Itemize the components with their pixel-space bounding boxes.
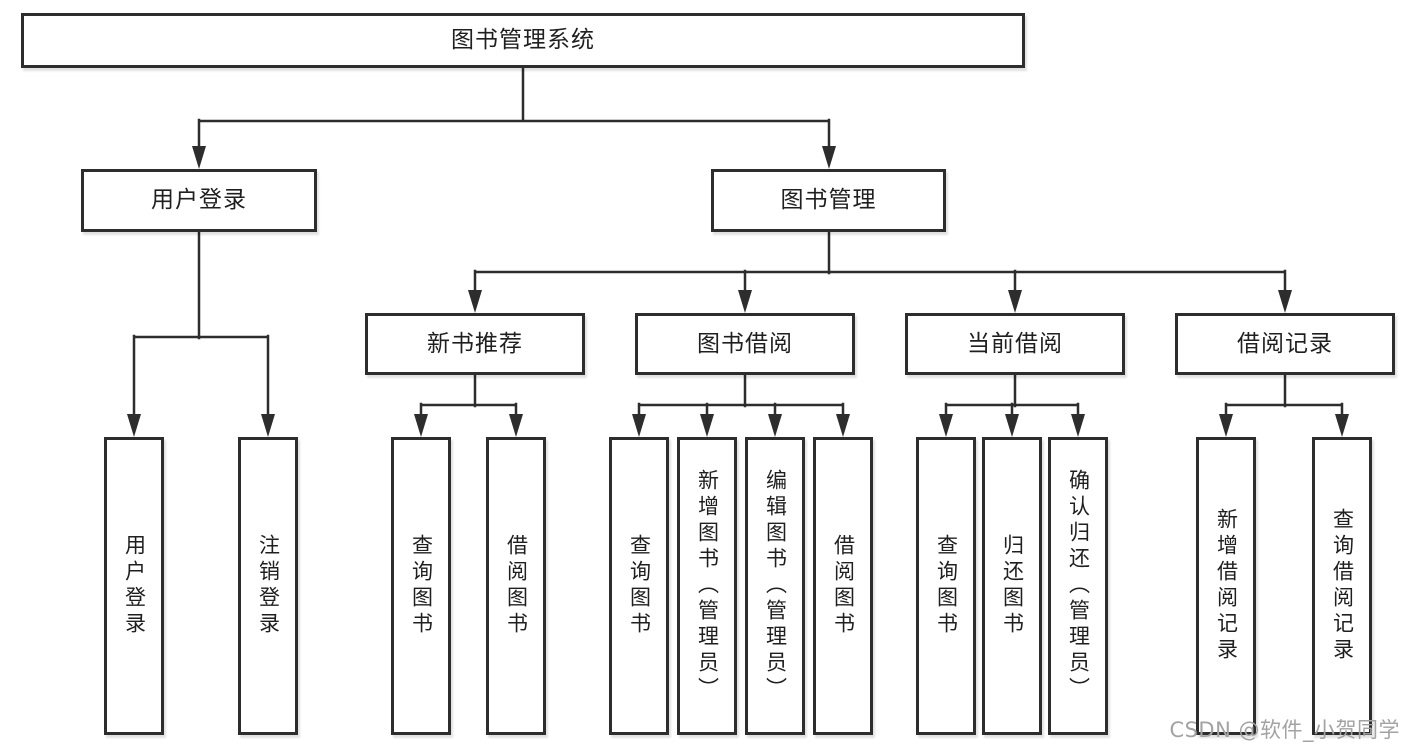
node-label: 用户登录 — [122, 534, 147, 638]
connector-root — [197, 66, 831, 153]
arrowhead-icon — [738, 290, 752, 313]
arrowhead-icon — [1278, 290, 1292, 313]
arrowhead-icon — [468, 290, 482, 313]
arrowhead-icon — [632, 414, 646, 437]
leaf-add-borrow-record: 新增借阅记录 — [1196, 437, 1256, 735]
node-book-borrow: 图书借阅 — [635, 313, 855, 375]
arrowhead-icon — [1005, 414, 1019, 437]
node-borrow-records: 借阅记录 — [1175, 313, 1395, 375]
node-label: 编辑图书（管理员） — [763, 469, 788, 703]
arrowhead-icon — [414, 414, 428, 437]
connector-user-login — [132, 230, 270, 421]
leaf-confirm-return-admin: 确认归还（管理员） — [1048, 437, 1108, 735]
node-new-book-recommend: 新书推荐 — [365, 313, 585, 375]
arrowhead-icon — [1008, 290, 1022, 313]
node-label: 查询图书 — [627, 534, 652, 638]
node-label: 图书管理 — [780, 187, 877, 213]
leaf-add-books-admin: 新增图书（管理员） — [677, 437, 737, 735]
node-label: 图书管理系统 — [451, 27, 595, 53]
arrowhead-icon — [768, 414, 782, 437]
node-label: 查询借阅记录 — [1330, 508, 1355, 664]
leaf-query-books-recommend: 查询图书 — [391, 437, 451, 735]
arrowhead-icon — [1071, 414, 1085, 437]
watermark: CSDN @软件_小贺同学 — [1169, 718, 1400, 742]
connector-current-borrow — [944, 373, 1080, 421]
node-label: 借阅图书 — [831, 534, 856, 638]
node-label: 注销登录 — [256, 534, 281, 638]
node-label: 查询图书 — [409, 534, 434, 638]
arrowhead-icon — [836, 414, 850, 437]
arrowhead-icon — [1335, 414, 1349, 437]
leaf-logout: 注销登录 — [238, 437, 298, 735]
node-label: 借阅记录 — [1237, 330, 1333, 357]
node-label: 图书借阅 — [697, 330, 793, 357]
leaf-query-books-borrow: 查询图书 — [609, 437, 669, 735]
leaf-user-login: 用户登录 — [104, 437, 164, 735]
node-user-login: 用户登录 — [81, 169, 317, 232]
node-label: 新增借阅记录 — [1214, 508, 1239, 664]
connector-borrow-records — [1224, 373, 1344, 421]
arrowhead-icon — [192, 146, 206, 169]
arrowhead-icon — [700, 414, 714, 437]
node-label: 确认归还（管理员） — [1066, 469, 1091, 703]
leaf-borrow-books-recommend: 借阅图书 — [486, 437, 546, 735]
connector-book-management — [473, 230, 1287, 297]
node-current-borrow: 当前借阅 — [905, 313, 1125, 375]
leaf-return-books: 归还图书 — [982, 437, 1042, 735]
node-book-management: 图书管理 — [711, 169, 946, 232]
arrowhead-icon — [509, 414, 523, 437]
connector-new-book — [419, 373, 518, 421]
node-label: 新书推荐 — [427, 330, 523, 357]
leaf-edit-books-admin: 编辑图书（管理员） — [745, 437, 805, 735]
node-label: 归还图书 — [1000, 534, 1025, 638]
arrowhead-icon — [261, 414, 275, 437]
node-label: 查询图书 — [934, 534, 959, 638]
node-label: 当前借阅 — [967, 330, 1063, 357]
node-label: 用户登录 — [151, 187, 247, 213]
node-label: 借阅图书 — [504, 534, 529, 638]
node-label: 新增图书（管理员） — [695, 469, 720, 703]
leaf-query-books-current: 查询图书 — [916, 437, 976, 735]
arrowhead-icon — [939, 414, 953, 437]
connector-paths — [132, 66, 1344, 421]
arrowhead-icon — [127, 414, 141, 437]
arrowhead-icon — [822, 146, 836, 169]
node-library-system: 图书管理系统 — [21, 13, 1025, 68]
leaf-query-borrow-record: 查询借阅记录 — [1312, 437, 1372, 735]
arrowheads — [127, 146, 1349, 437]
connector-book-borrow — [637, 373, 845, 421]
arrowhead-icon — [1219, 414, 1233, 437]
leaf-borrow-books: 借阅图书 — [813, 437, 873, 735]
